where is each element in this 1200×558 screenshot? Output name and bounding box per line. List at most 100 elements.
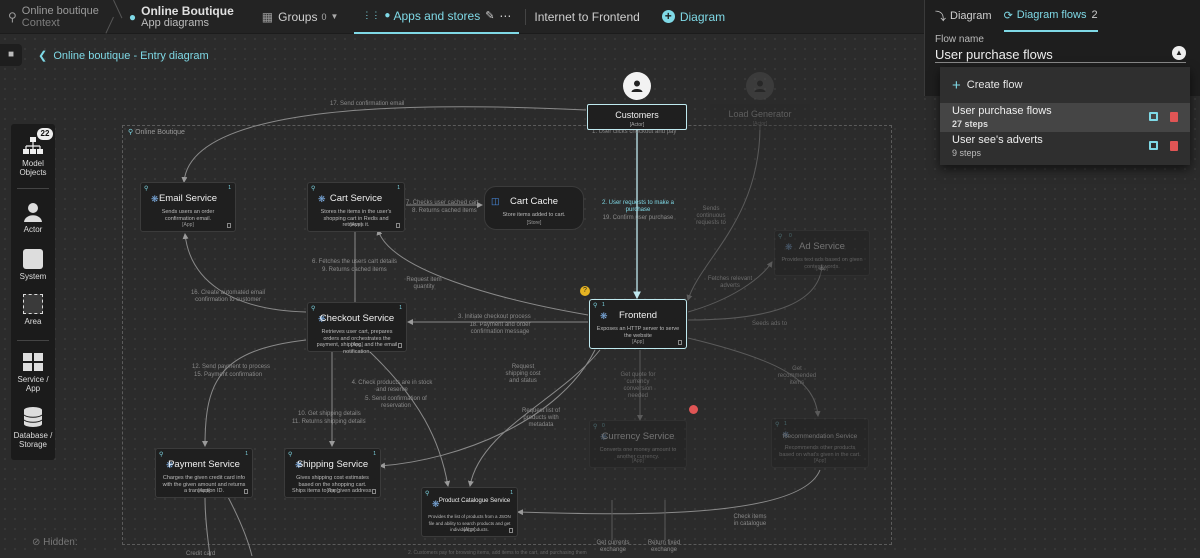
palette-area[interactable]: Area <box>11 294 55 326</box>
edge-fetch-ad <box>687 261 773 313</box>
node-count: 1 <box>228 185 231 191</box>
node-currency-service[interactable]: ⚲ 0 ❋ Currency Service Converts one mone… <box>589 420 687 468</box>
tab-internet-to-frontend[interactable]: Internet to Frontend <box>525 8 647 25</box>
duplicate-icon[interactable] <box>1149 112 1158 121</box>
zoom-icon[interactable]: ⚲ <box>311 186 316 192</box>
question-icon[interactable]: ? <box>580 286 590 296</box>
palette-actor[interactable]: Actor <box>11 202 55 234</box>
zoom-icon[interactable]: ⚲ <box>288 452 293 458</box>
node-title: Currency Service <box>601 431 675 442</box>
edge-seeds <box>687 264 825 321</box>
system-icon <box>23 249 43 269</box>
actor-load-generator[interactable]: Load Generator [Actor] <box>710 72 810 130</box>
plus-icon: + <box>661 10 675 23</box>
node-shipping-service[interactable]: ⚲ 1 ❋ Shipping Service Gives shipping co… <box>284 448 381 498</box>
actor-load-box[interactable]: Load Generator [Actor] <box>710 104 810 130</box>
document-icon[interactable] <box>227 223 231 228</box>
node-cart-cache[interactable]: ◫ Cart Cache Store items added to cart. … <box>484 186 584 230</box>
palette-system[interactable]: System <box>11 249 55 281</box>
tab-apps-and-stores[interactable]: ⋮⋮ ● Apps and stores ✎ ⋯ <box>354 0 520 34</box>
create-flow-button[interactable]: + Create flow <box>940 67 1190 103</box>
group-area[interactable] <box>122 125 892 545</box>
error-icon[interactable] <box>689 405 698 414</box>
node-payment-service[interactable]: ⚲ 1 ❋ Payment Service Charges the given … <box>155 448 253 498</box>
create-flow-label: Create flow <box>966 79 1023 91</box>
palette-model-objects[interactable]: Model Objects <box>11 136 55 177</box>
tab-diagram-flows[interactable]: ⟳ Diagram flows 2 <box>1003 0 1098 32</box>
service-icon: ❋ <box>785 242 793 252</box>
palette-service-app[interactable]: Service / App <box>11 352 55 393</box>
node-count: 1 <box>510 490 513 496</box>
document-icon[interactable] <box>396 223 400 228</box>
node-frontend[interactable]: ⚲ 1 ❋ Frontend Exposes an HTTP server to… <box>589 299 687 349</box>
flow-option[interactable]: User see's adverts 9 steps <box>940 132 1190 161</box>
groups-count: 0 <box>321 11 327 22</box>
node-description: Recommends other products based on what'… <box>779 445 861 458</box>
camera-icon[interactable]: ■ <box>0 44 22 66</box>
zoom-icon[interactable]: ⚲ <box>593 424 598 430</box>
duplicate-icon[interactable] <box>1149 141 1158 150</box>
document-icon[interactable] <box>398 343 402 348</box>
node-type: [App] <box>326 488 339 494</box>
node-email-service[interactable]: ⚲ 1 ❋ Email Service Sends users an order… <box>140 182 236 232</box>
edge-label-3: 3. Initiate checkout process <box>458 314 531 320</box>
service-icon: ❋ <box>432 499 440 509</box>
zoom-icon[interactable]: ⚲ <box>593 303 598 309</box>
node-type: [Store] <box>526 220 542 226</box>
node-description: Sends users an order confirmation email. <box>161 209 215 222</box>
document-icon[interactable] <box>372 489 376 494</box>
diagrams-crumb[interactable]: ● Online Boutique App diagrams <box>121 0 242 34</box>
zoom-icon: ⚲ <box>128 129 134 136</box>
add-diagram-button[interactable]: + Diagram <box>654 0 733 34</box>
zoom-icon[interactable]: ⚲ <box>159 452 164 458</box>
more-icon[interactable]: ⋯ <box>499 8 512 23</box>
zoom-icon[interactable]: ⚲ <box>778 234 783 240</box>
flow-option[interactable]: User purchase flows 27 steps <box>940 103 1190 132</box>
chevron-down-icon: ▼ <box>330 12 339 21</box>
flow-name-select[interactable]: User purchase flows <box>935 47 1053 62</box>
node-type: [App] <box>198 488 210 494</box>
breadcrumb[interactable]: ❮ Online boutique - Entry diagram <box>38 49 209 62</box>
eye-off-icon: ⊘ <box>32 537 41 548</box>
node-ad-service[interactable]: ⚲ 0 ❋ Ad Service Provides text ads based… <box>774 230 870 276</box>
edge-label-17: 17. Send confirmation email <box>330 101 405 107</box>
delete-icon[interactable] <box>1170 141 1178 151</box>
flow-name-label: Flow name <box>935 34 984 45</box>
node-title: Frontend <box>618 310 658 321</box>
document-icon[interactable] <box>244 489 248 494</box>
zoom-icon[interactable]: ⚲ <box>311 306 316 312</box>
groups-menu[interactable]: ▦ Groups 0 ▼ <box>254 0 347 34</box>
tab-diagram[interactable]: ⤵ Diagram <box>935 0 992 32</box>
actor-customers[interactable]: Customers [Actor] <box>587 72 687 130</box>
chevron-left-icon: ❮ <box>38 50 51 62</box>
zoom-icon[interactable]: ⚲ <box>425 491 430 497</box>
actor-customers-box[interactable]: Customers [Actor] <box>587 104 687 130</box>
edit-icon[interactable]: ✎ <box>485 10 495 22</box>
actor-name: Load Generator <box>728 109 792 119</box>
flow-option-name: User see's adverts <box>952 134 1043 146</box>
node-count: 1 <box>373 451 376 457</box>
node-cart-service[interactable]: ⚲ 1 ❋ Cart Service Stores the items in t… <box>307 182 405 232</box>
flow-option-steps: 27 steps <box>952 119 989 129</box>
chevron-up-icon[interactable]: ▲ <box>1172 46 1186 60</box>
palette-database-storage[interactable]: Database / Storage <box>11 406 55 449</box>
document-icon[interactable] <box>678 340 682 345</box>
edge-label-19: 19. Confirm user purchase <box>602 215 674 221</box>
node-product-catalogue-service[interactable]: ⚲ 1 ❋ Product Catalogue Service Provides… <box>421 487 518 537</box>
person-icon <box>24 203 42 222</box>
node-type: [App] <box>632 339 644 345</box>
zoom-icon[interactable]: ⚲ <box>775 422 780 428</box>
node-recommendation-service[interactable]: ⚲ 1 ❋ Recommendation Service Recommends … <box>771 418 869 468</box>
context-crumb[interactable]: ⚲ Online boutique Context <box>0 0 107 34</box>
edge-check-cat <box>517 469 821 516</box>
zoom-icon[interactable]: ⚲ <box>144 186 149 192</box>
document-icon[interactable] <box>509 528 513 533</box>
edge-label-req-list: Request list of products with metadata <box>521 408 561 428</box>
node-type: [App] <box>632 458 644 464</box>
hidden-toggle[interactable]: ⊘ Hidden: <box>32 537 78 548</box>
edge-label-9: 9. Returns cached items <box>322 267 387 273</box>
breadcrumb-label: Online boutique - Entry diagram <box>53 50 209 62</box>
edge-label-get-quote: Get quote for currency conversion needed <box>620 372 656 399</box>
node-checkout-service[interactable]: ⚲ 1 ❋ Checkout Service Retrieves user ca… <box>307 302 407 355</box>
delete-icon[interactable] <box>1170 112 1178 122</box>
